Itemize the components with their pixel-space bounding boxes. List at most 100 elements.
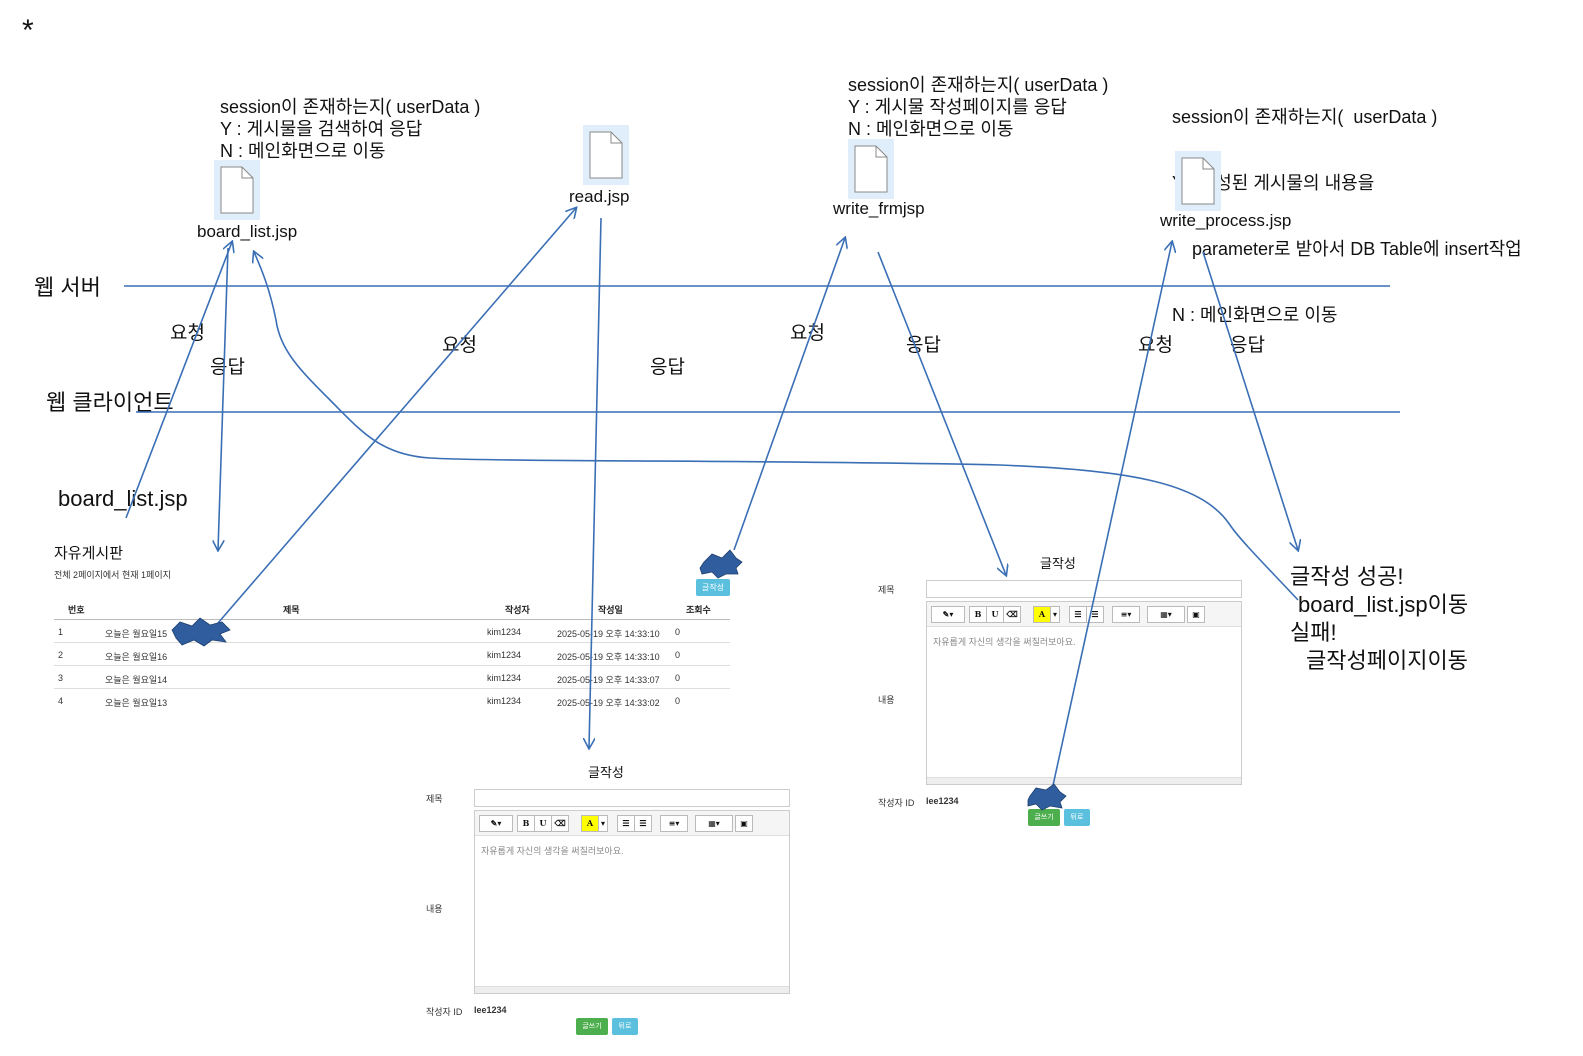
- image-icon[interactable]: ▣: [1187, 606, 1205, 623]
- underline-icon[interactable]: U: [534, 815, 552, 832]
- request-label: 요청: [170, 323, 205, 344]
- author-label: 작성자 ID: [426, 1007, 463, 1017]
- cell-no: 4: [58, 696, 64, 706]
- response-label: 응답: [906, 335, 941, 356]
- content-editor[interactable]: ✎▾ B U ⌫ A ▾ ☰ ☰ ≡▾ ▦▾ ▣ 자유롭게 자신의 생각을 써질…: [926, 601, 1242, 785]
- subject-label: 제목: [426, 794, 443, 804]
- font-color-icon[interactable]: A: [581, 815, 599, 832]
- request-arrow-write-frm: [733, 238, 845, 551]
- read-file-label: read.jsp: [569, 187, 630, 206]
- board-list-note: session이 존재하는지( userData ) Y : 게시물을 검색하여…: [220, 96, 480, 162]
- note-line: parameter로 받아서 DB Table에 insert작업: [1172, 239, 1522, 259]
- web-server-label: 웹 서버: [34, 275, 101, 300]
- client-board-list-label: board_list.jsp: [58, 486, 188, 511]
- content-editor[interactable]: ✎▾ B U ⌫ A ▾ ☰ ☰ ≡▾ ▦▾ ▣ 자유롭게 자신의 생각을 써질…: [474, 810, 790, 994]
- cell-title[interactable]: 오늘은 월요일13: [105, 698, 168, 708]
- note-line: N : 메인화면으로 이동: [848, 119, 1014, 139]
- request-arrow-board-list: [125, 242, 232, 519]
- response-label: 응답: [210, 357, 245, 378]
- request-arrow-read: [211, 208, 576, 631]
- underline-icon[interactable]: U: [986, 606, 1004, 623]
- cell-author: kim1234: [487, 673, 522, 683]
- cell-views: 0: [675, 627, 681, 637]
- back-button[interactable]: 뒤로: [612, 1018, 638, 1035]
- submit-button[interactable]: 글쓰기: [576, 1018, 608, 1035]
- align-icon[interactable]: ≡▾: [1112, 606, 1140, 623]
- cell-title[interactable]: 오늘은 월요일14: [105, 675, 168, 685]
- editor-toolbar: ✎▾ B U ⌫ A ▾ ☰ ☰ ≡▾ ▦▾ ▣: [927, 602, 1241, 627]
- response-label: 응답: [650, 357, 685, 378]
- request-label: 요청: [442, 335, 477, 356]
- cell-title[interactable]: 오늘은 월요일16: [105, 652, 168, 662]
- file-icon: [1175, 151, 1221, 211]
- align-icon[interactable]: ≡▾: [660, 815, 688, 832]
- bold-icon[interactable]: B: [969, 606, 987, 623]
- write-process-file-label: write_process.jsp: [1160, 211, 1292, 230]
- cell-no: 2: [58, 650, 64, 660]
- table-icon[interactable]: ▦▾: [695, 815, 733, 832]
- cell-views: 0: [675, 696, 681, 706]
- numbered-list-icon[interactable]: ☰: [634, 815, 652, 832]
- request-label: 요청: [790, 323, 825, 344]
- write-form-title: 글작성: [1040, 556, 1076, 571]
- table-icon[interactable]: ▦▾: [1147, 606, 1185, 623]
- cell-date: 2025-05-19 오후 14:33:10: [557, 652, 660, 662]
- web-client-label: 웹 클라이언트: [46, 390, 174, 415]
- subject-input[interactable]: [926, 580, 1242, 598]
- bullet-list-icon[interactable]: ☰: [617, 815, 635, 832]
- file-icon: [848, 139, 894, 199]
- table-divider: [54, 688, 730, 689]
- result-success: 글작성 성공!: [1290, 564, 1404, 589]
- col-header-author: 작성자: [505, 605, 530, 615]
- request-label: 요청: [1138, 335, 1173, 356]
- col-header-views: 조회수: [686, 605, 711, 615]
- editor-toolbar: ✎▾ B U ⌫ A ▾ ☰ ☰ ≡▾ ▦▾ ▣: [475, 811, 789, 836]
- cell-views: 0: [675, 673, 681, 683]
- table-divider: [54, 642, 730, 643]
- font-color-icon[interactable]: A: [1033, 606, 1051, 623]
- numbered-list-icon[interactable]: ☰: [1086, 606, 1104, 623]
- image-icon[interactable]: ▣: [735, 815, 753, 832]
- note-line: session이 존재하는지( userData ): [220, 97, 481, 117]
- write-form-title: 글작성: [588, 765, 624, 780]
- bullet-list-icon[interactable]: ☰: [1069, 606, 1087, 623]
- note-line: N : 메인화면으로 이동: [220, 141, 386, 161]
- chevron-down-icon[interactable]: ▾: [1050, 606, 1060, 623]
- resize-handle[interactable]: [475, 986, 789, 993]
- magic-icon[interactable]: ✎▾: [931, 606, 965, 623]
- eraser-icon[interactable]: ⌫: [1003, 606, 1021, 623]
- result-success-target: board_list.jsp이동: [1298, 592, 1469, 617]
- table-divider: [54, 619, 730, 620]
- write-post-button[interactable]: 글작성: [696, 579, 730, 596]
- note-line: Y : 게시물 작성페이지를 응답: [848, 97, 1067, 117]
- chevron-down-icon[interactable]: ▾: [598, 815, 608, 832]
- col-header-no: 번호: [68, 605, 85, 615]
- cell-author: kim1234: [487, 696, 522, 706]
- redirect-curve-arrow: [254, 252, 1299, 601]
- response-arrow-write-frm: [877, 251, 1006, 575]
- response-arrow-read: [589, 217, 602, 748]
- board-title: 자유게시판: [54, 545, 124, 562]
- cell-title[interactable]: 오늘은 월요일15: [105, 629, 168, 639]
- subject-input[interactable]: [474, 789, 790, 807]
- board-list-file-label: board_list.jsp: [197, 222, 298, 241]
- note-line: Y : 게시물을 검색하여 응답: [220, 119, 423, 139]
- cell-author: kim1234: [487, 650, 522, 660]
- note-line: session이 존재하는지( userData ): [848, 75, 1109, 95]
- eraser-icon[interactable]: ⌫: [551, 815, 569, 832]
- bold-icon[interactable]: B: [517, 815, 535, 832]
- write-process-note: session이 존재하는지( userData ) Y : 작성된 게시물의 …: [1172, 62, 1522, 348]
- note-line: Y : 작성된 게시물의 내용을: [1172, 173, 1375, 193]
- resize-handle[interactable]: [927, 777, 1241, 784]
- subject-label: 제목: [878, 585, 895, 595]
- back-button[interactable]: 뒤로: [1064, 809, 1090, 826]
- magic-icon[interactable]: ✎▾: [479, 815, 513, 832]
- content-label: 내용: [426, 904, 443, 914]
- response-label: 응답: [1230, 335, 1265, 356]
- table-divider: [54, 665, 730, 666]
- cell-author: kim1234: [487, 627, 522, 637]
- submit-button[interactable]: 글쓰기: [1028, 809, 1060, 826]
- cell-views: 0: [675, 650, 681, 660]
- editor-placeholder: 자유롭게 자신의 생각을 써질러보아요.: [933, 637, 1076, 647]
- col-header-date: 작성일: [598, 605, 623, 615]
